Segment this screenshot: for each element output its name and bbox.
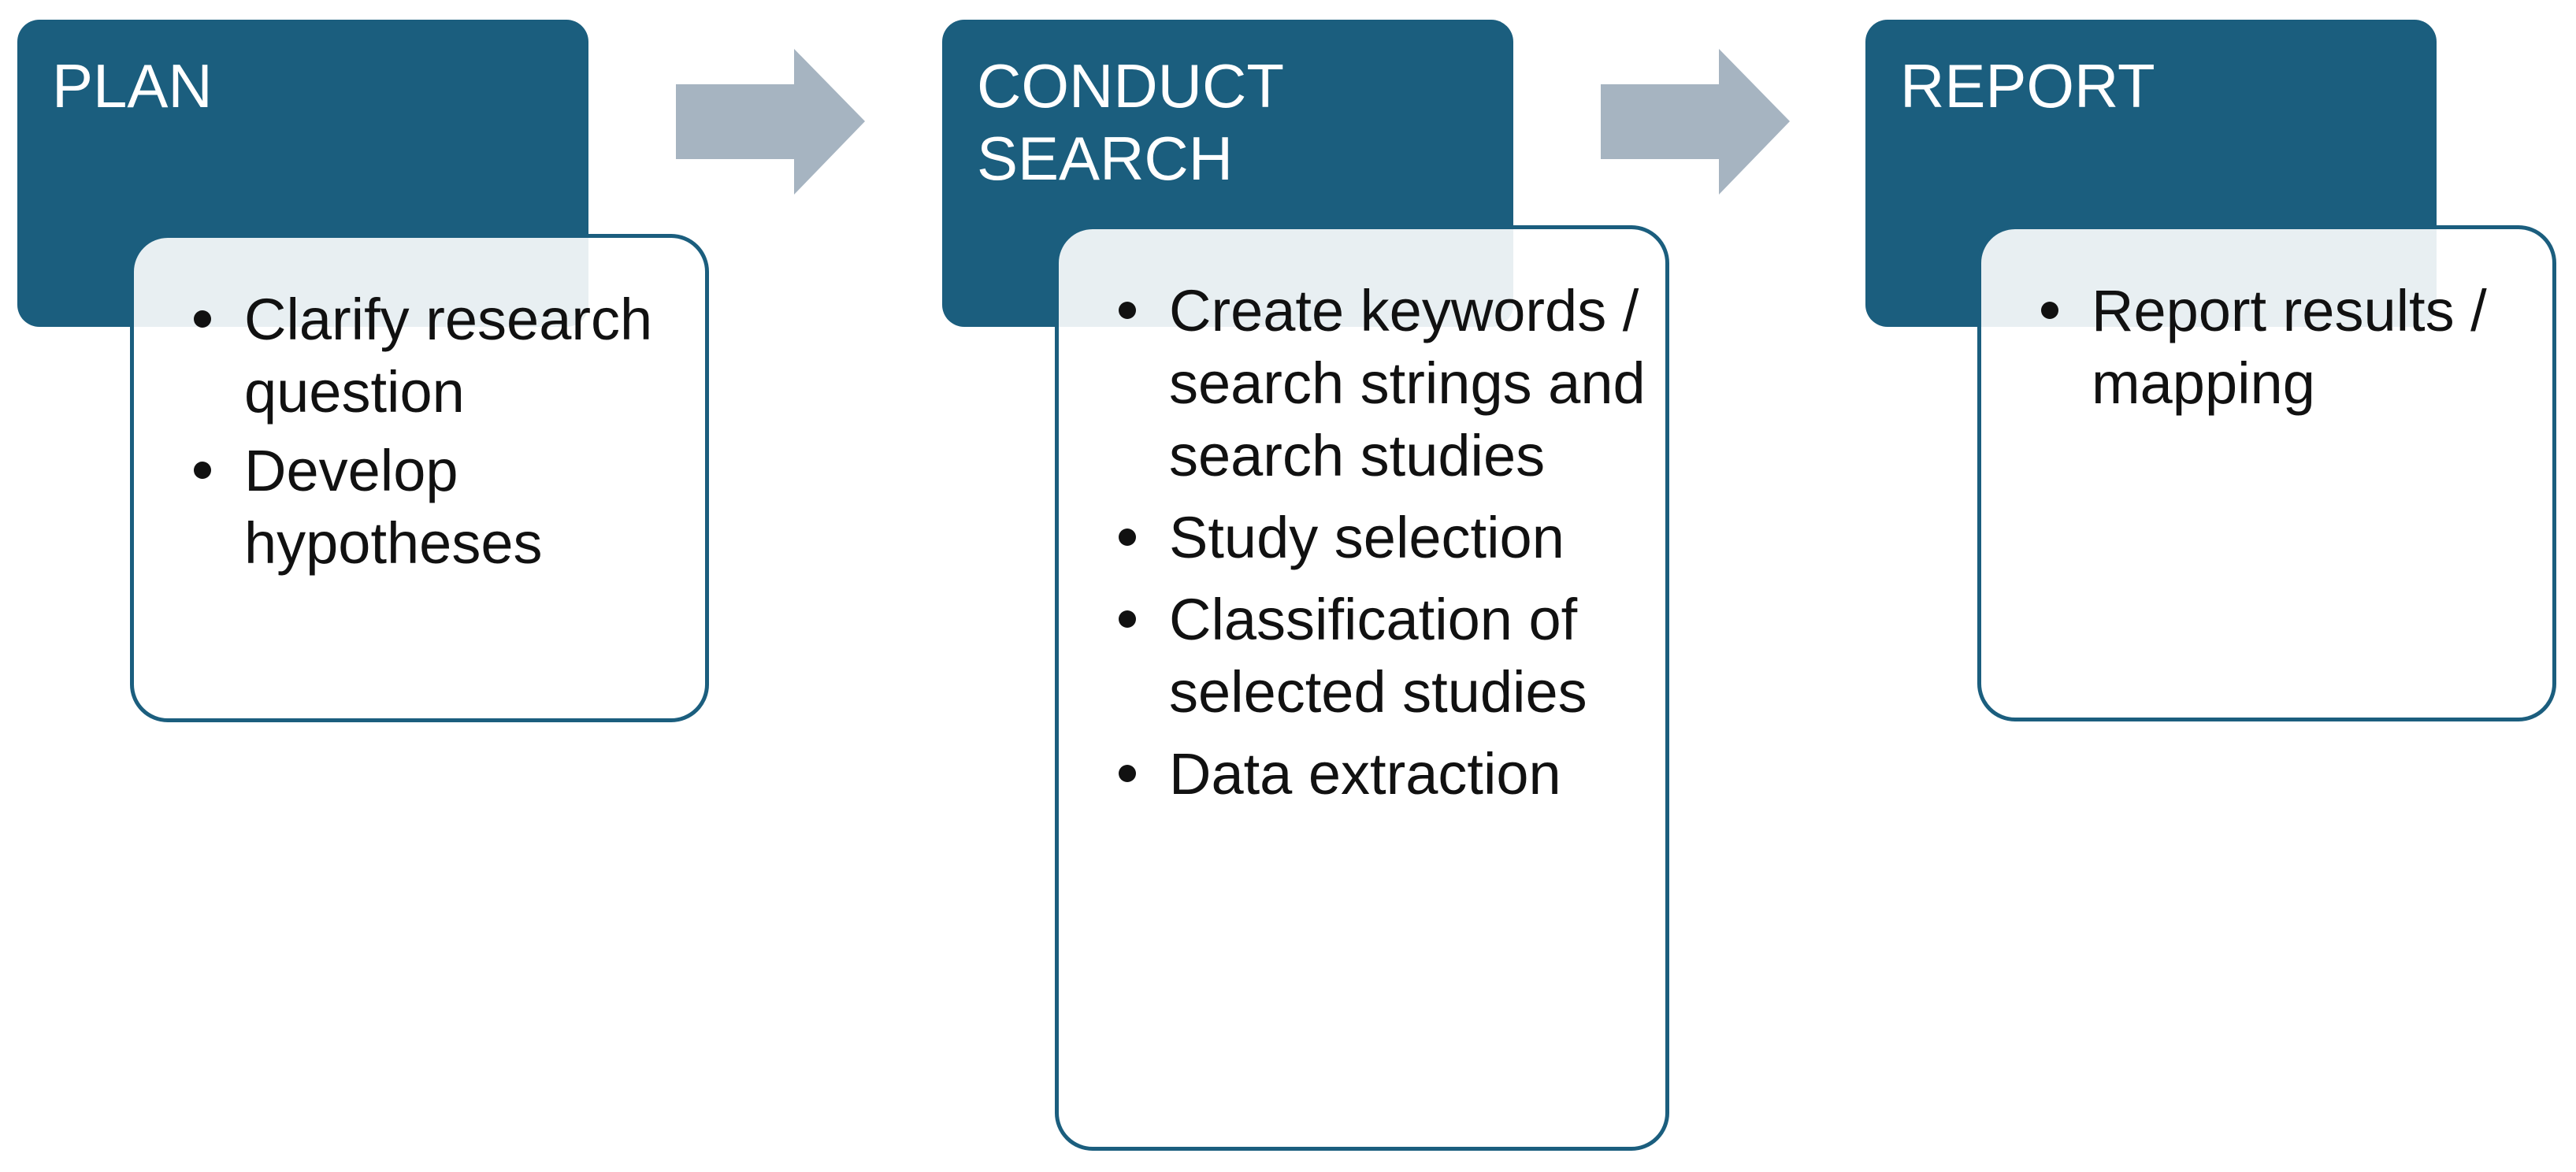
stage-report-card: Report results / mapping bbox=[1977, 225, 2556, 721]
bullet-icon bbox=[1119, 529, 1136, 546]
stage-conduct-search-card: Create keywords / search strings and sea… bbox=[1055, 225, 1669, 1151]
item-text: Report results / mapping bbox=[2092, 278, 2487, 416]
item-text: Study selection bbox=[1169, 505, 1565, 570]
item-text: Data extraction bbox=[1169, 741, 1561, 807]
bullet-icon bbox=[2041, 302, 2058, 319]
bullet-icon bbox=[194, 310, 211, 328]
stage-title: REPORT bbox=[1900, 51, 2155, 121]
list-item: Classification of selected studies bbox=[1114, 584, 1650, 729]
item-text: Classification of selected studies bbox=[1169, 587, 1587, 725]
list-item: Create keywords / search strings and sea… bbox=[1114, 275, 1650, 492]
bullet-icon bbox=[1119, 302, 1136, 319]
list-item: Study selection bbox=[1114, 502, 1650, 574]
bullet-icon bbox=[194, 462, 211, 479]
item-text: Clarify research question bbox=[244, 287, 653, 425]
bullet-icon bbox=[1119, 765, 1136, 782]
item-text: Develop hypotheses bbox=[244, 438, 543, 576]
list-item: Data extraction bbox=[1114, 738, 1673, 810]
item-text: Create keywords / search strings and sea… bbox=[1169, 278, 1646, 488]
stage-title: PLAN bbox=[52, 51, 213, 121]
list-item: Develop hypotheses bbox=[189, 435, 685, 580]
arrow-right-icon bbox=[676, 49, 865, 195]
arrow-right-icon bbox=[1601, 49, 1790, 195]
list-item: Clarify research question bbox=[189, 284, 685, 428]
stage-plan-card: Clarify research question Develop hypoth… bbox=[130, 234, 709, 722]
list-item: Report results / mapping bbox=[2036, 275, 2564, 420]
bullet-icon bbox=[1119, 610, 1136, 628]
stage-title: CONDUCT SEARCH bbox=[977, 51, 1284, 193]
